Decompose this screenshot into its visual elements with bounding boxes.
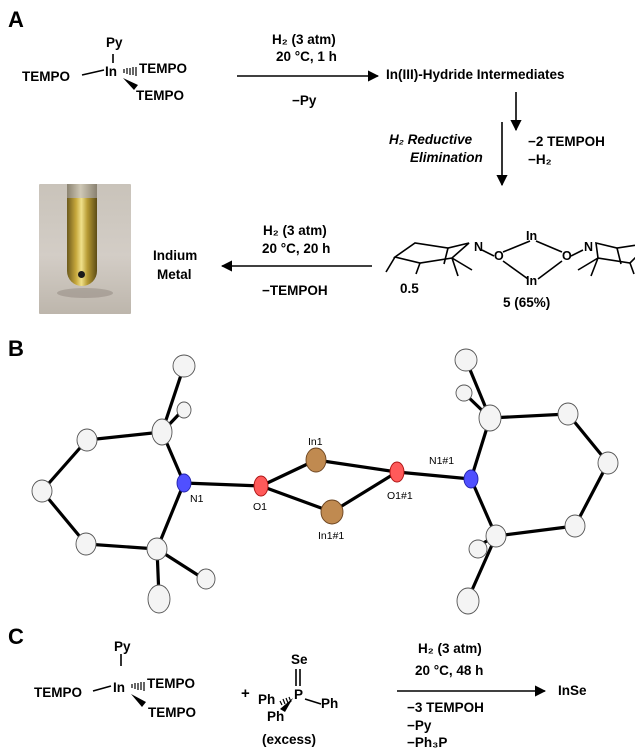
panel-label-c: C xyxy=(8,624,24,649)
compound-5-label: 5 (65%) xyxy=(503,295,551,310)
carbon-atom xyxy=(146,537,168,561)
c-tempo-left-label: TEMPO xyxy=(34,685,83,700)
dimer-coefficient: 0.5 xyxy=(400,281,419,296)
carbon-atom xyxy=(147,584,171,614)
carbon-atom xyxy=(76,428,98,452)
hashed-bond-ph xyxy=(279,696,292,706)
carbon-atom xyxy=(485,524,507,548)
product-metal: Metal xyxy=(157,267,192,282)
phenyl-bottom-label: Ph xyxy=(267,709,285,724)
step1-conditions-temp-time: 20 °C, 1 h xyxy=(276,49,337,64)
step1-byproduct: −Py xyxy=(292,93,317,108)
dimer-o-right: O xyxy=(562,249,572,263)
oxygen-atom xyxy=(389,461,405,483)
carbon-atom xyxy=(455,384,473,402)
ortep-bonds xyxy=(40,358,610,601)
carbon-atom xyxy=(456,587,480,615)
wedge-bond-c xyxy=(131,694,146,707)
phenyl-left-label: Ph xyxy=(258,692,276,707)
carbon-atom xyxy=(172,354,196,378)
step2-label-line2: Elimination xyxy=(410,150,483,165)
wedge-bond-ph xyxy=(280,698,293,712)
pyridine-label: Py xyxy=(106,35,123,50)
indium-atom xyxy=(305,447,327,473)
intermediate-label: In(III)-Hydride Intermediates xyxy=(386,67,565,82)
dimer-in-bottom: In xyxy=(526,274,538,288)
reactant-c-bonds xyxy=(92,654,322,705)
tube-shadow xyxy=(57,288,113,298)
nitrogen-atom xyxy=(463,469,479,489)
ortep-atoms xyxy=(31,348,619,615)
step3-byproduct: −TEMPOH xyxy=(262,283,328,298)
indium-label: In xyxy=(105,64,117,79)
wedge-bond-a xyxy=(123,78,138,90)
carbon-atom xyxy=(454,348,478,372)
carbon-atom xyxy=(196,568,216,590)
c-tempo-bottom-label: TEMPO xyxy=(148,705,197,720)
dimer-n-left: N xyxy=(474,240,484,254)
product-inse: InSe xyxy=(558,683,587,698)
carbon-atom xyxy=(176,401,192,419)
indium-atom xyxy=(320,499,344,525)
dimer-o-left: O xyxy=(494,249,504,263)
nmr-tube xyxy=(67,184,97,286)
c-pyridine-label: Py xyxy=(114,639,131,654)
c-conditions-temp-time: 20 °C, 48 h xyxy=(415,663,484,678)
tempo-left-label: TEMPO xyxy=(22,69,71,84)
step3-conditions-temp-time: 20 °C, 20 h xyxy=(262,241,331,256)
excess-note: (excess) xyxy=(262,732,317,747)
c-byproduct-tempoh: −3 TEMPOH xyxy=(407,700,484,715)
indium-metal-photo xyxy=(39,184,131,314)
c-indium-label: In xyxy=(113,680,125,695)
step2-byproduct-tempoh: −2 TEMPOH xyxy=(528,134,605,149)
tempo-bottom-label: TEMPO xyxy=(136,88,185,103)
panel-label-a: A xyxy=(8,7,24,32)
phosphorus-label: P xyxy=(294,687,304,702)
selenium-label: Se xyxy=(291,652,308,667)
carbon-atom xyxy=(564,514,586,538)
carbon-atom xyxy=(75,532,97,556)
carbon-atom xyxy=(468,539,488,559)
step2-byproduct-h2: −H₂ xyxy=(528,152,552,167)
carbon-atom xyxy=(478,404,502,432)
plus-sign: + xyxy=(241,685,250,702)
atom-label-n1-sym: N1#1 xyxy=(429,455,455,467)
c-byproduct-py: −Py xyxy=(407,718,432,733)
phenyl-right-label: Ph xyxy=(321,696,339,711)
carbon-atom xyxy=(151,418,173,446)
atom-label-in1: In1 xyxy=(308,436,323,448)
carbon-atom xyxy=(31,479,53,503)
oxygen-atom xyxy=(253,475,269,497)
step2-label-line1: H₂ Reductive xyxy=(389,132,473,147)
c-byproduct-ph3p: −Ph₃P xyxy=(407,735,448,750)
atom-label-n1: N1 xyxy=(190,493,204,505)
c-tempo-right-label: TEMPO xyxy=(147,676,196,691)
atom-label-o1: O1 xyxy=(253,501,268,513)
step3-conditions-pressure: H₂ (3 atm) xyxy=(263,223,327,238)
atom-label-in1-sym: In1#1 xyxy=(318,530,345,542)
dimer-structure xyxy=(385,240,635,280)
step1-conditions-pressure: H₂ (3 atm) xyxy=(272,32,336,47)
tube-residue xyxy=(78,271,85,278)
reactant-a-bonds xyxy=(81,54,114,76)
carbon-atom xyxy=(557,402,579,426)
atom-label-o1-sym: O1#1 xyxy=(387,490,413,502)
c-conditions-pressure: H₂ (3 atm) xyxy=(418,641,482,656)
dimer-in-top: In xyxy=(526,229,538,243)
hashed-bond-a xyxy=(123,67,137,76)
hashed-bond-c xyxy=(131,682,145,691)
product-indium: Indium xyxy=(153,248,198,263)
dimer-n-right: N xyxy=(584,240,594,254)
carbon-atom xyxy=(597,451,619,475)
nmr-tube-top xyxy=(67,184,97,198)
tempo-right-label: TEMPO xyxy=(139,61,188,76)
panel-label-b: B xyxy=(8,336,24,361)
nitrogen-atom xyxy=(176,473,192,493)
